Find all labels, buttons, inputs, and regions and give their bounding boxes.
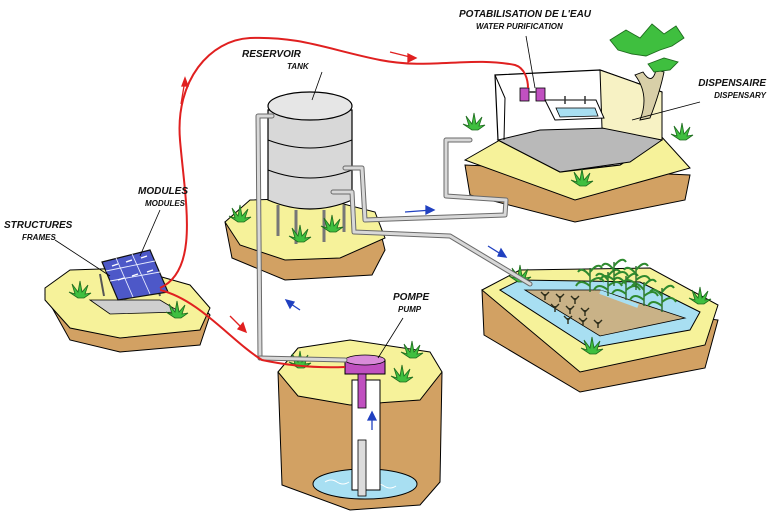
label-water-purification-fr: POTABILISATION DE L'EAU	[459, 9, 592, 20]
filter-icon	[519, 87, 546, 102]
power-cable	[159, 36, 529, 369]
label-pump-en: PUMP	[398, 305, 422, 314]
label-pump-fr: POMPE	[393, 292, 430, 303]
label-frames-fr: STRUCTURES	[4, 220, 73, 231]
solar-platform	[44, 267, 211, 353]
current-arrows	[180, 51, 418, 334]
label-water-purification-en: WATER PURIFICATION	[476, 22, 563, 31]
water-tank-icon	[267, 91, 353, 244]
tree-icon	[609, 23, 685, 121]
solar-panel-icon	[99, 249, 169, 301]
label-modules-fr: MODULES	[138, 186, 188, 197]
grass-icon	[462, 112, 486, 131]
label-tank-fr: RESERVOIR	[242, 49, 301, 60]
grass-icon	[670, 122, 694, 141]
sink-icon	[544, 96, 605, 121]
leader-lines	[54, 35, 701, 359]
label-modules-en: MODULES	[145, 199, 185, 208]
submersible-pump-icon	[344, 354, 386, 497]
label-tank-en: TANK	[287, 62, 309, 71]
water-flow-arrows	[284, 204, 508, 430]
label-dispensary-fr: DISPENSAIRE	[698, 78, 766, 89]
label-frames-en: FRAMES	[22, 233, 56, 242]
label-dispensary-en: DISPENSARY	[714, 91, 766, 100]
water-pipes	[255, 113, 533, 363]
